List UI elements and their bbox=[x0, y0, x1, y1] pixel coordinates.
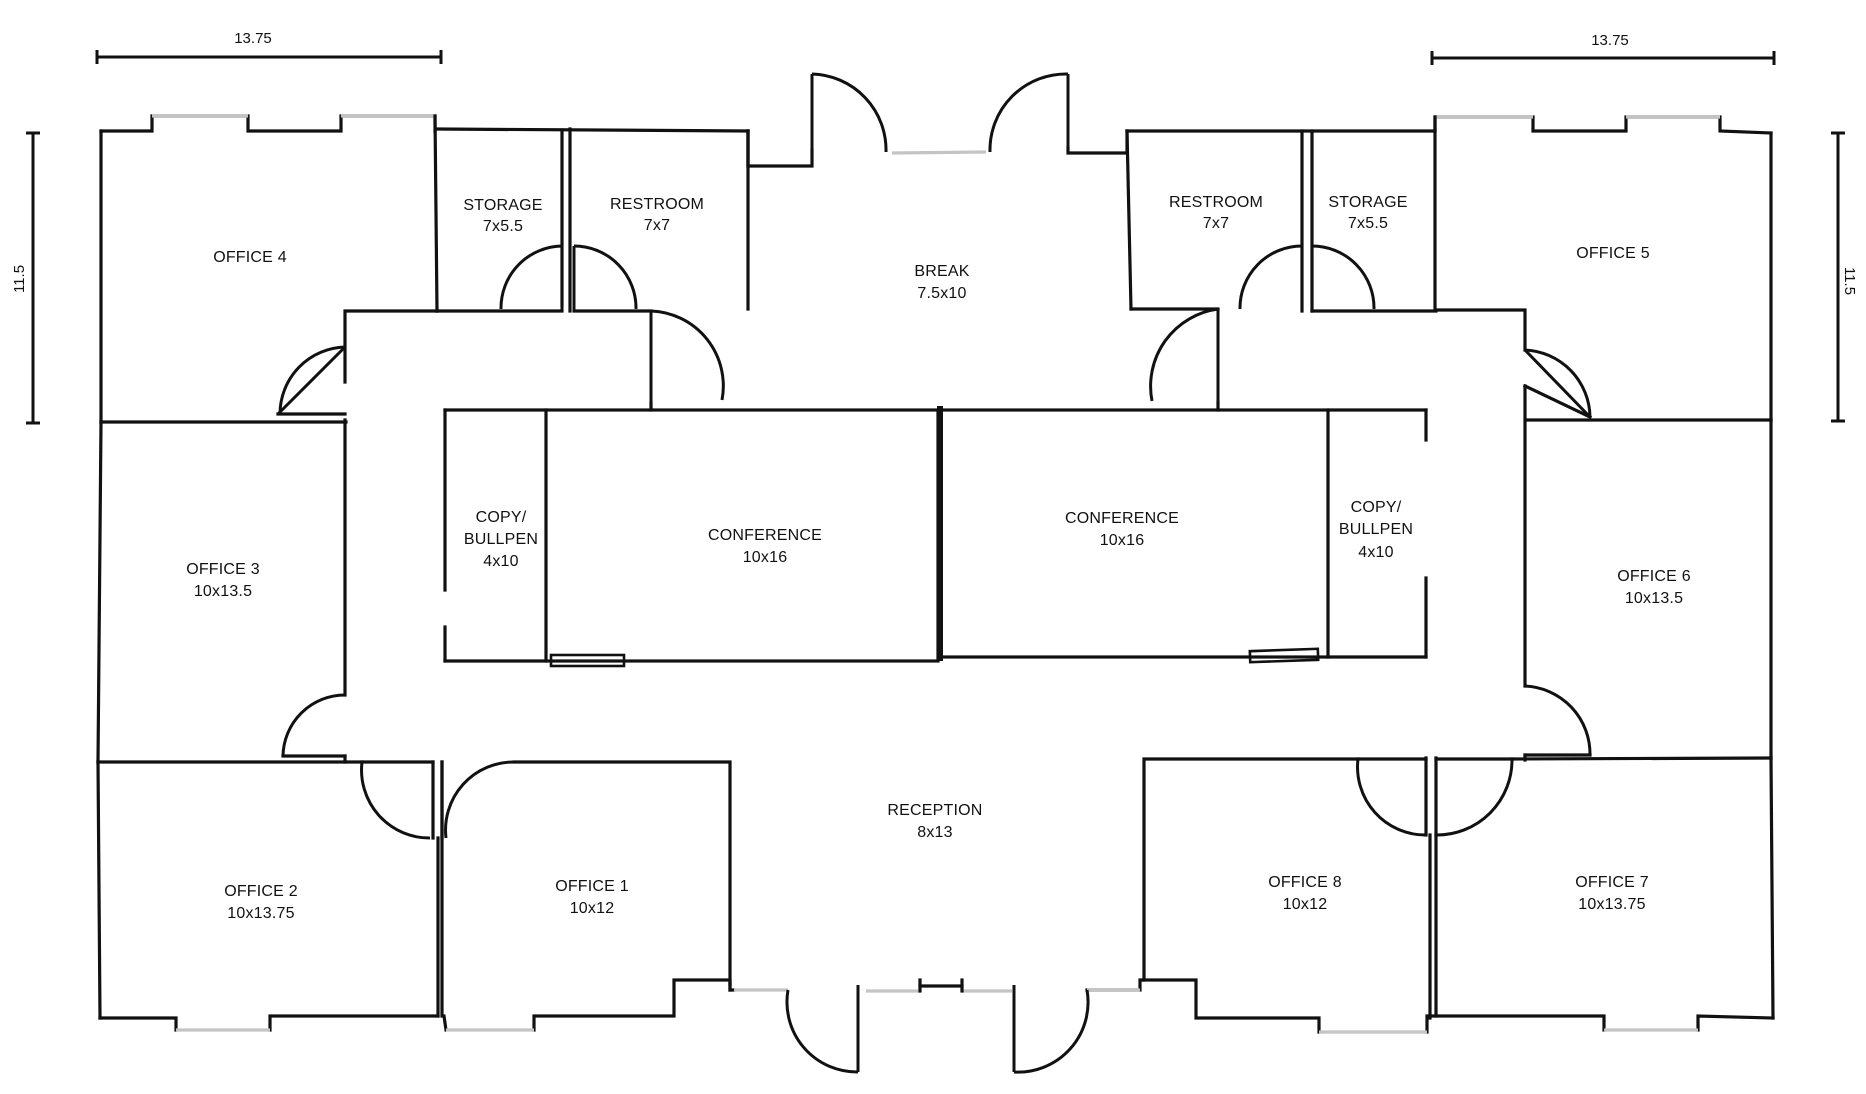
room-size-conference-right: 10x16 bbox=[1100, 532, 1145, 549]
room-size-office-6: 10x13.5 bbox=[1625, 590, 1683, 607]
room-label-office-6: OFFICE 6 bbox=[1617, 568, 1691, 585]
exterior-walls bbox=[96, 114, 1775, 1034]
room-label-copy-right-2: BULLPEN bbox=[1339, 521, 1413, 538]
room-label-restroom-right: RESTROOM bbox=[1169, 194, 1263, 211]
dimension-right: 11.5 bbox=[1831, 131, 1858, 423]
room-label-break: BREAK bbox=[914, 263, 969, 280]
room-label-office-5: OFFICE 5 bbox=[1576, 245, 1650, 262]
room-label-restroom-left: RESTROOM bbox=[610, 196, 704, 213]
room-label-office-4: OFFICE 4 bbox=[213, 249, 287, 266]
interior-walls bbox=[96, 114, 1773, 1020]
room-label-copy-right-1: COPY/ bbox=[1351, 499, 1402, 516]
room-size-restroom-right: 7x7 bbox=[1203, 215, 1229, 232]
room-label-reception: RECEPTION bbox=[887, 802, 982, 819]
room-size-conference-left: 10x16 bbox=[743, 549, 788, 566]
dimension-label-top-right: 13.75 bbox=[1591, 32, 1629, 49]
room-label-office-8: OFFICE 8 bbox=[1268, 874, 1342, 891]
room-size-office-8: 10x12 bbox=[1283, 896, 1328, 913]
dimension-left: 11.5 bbox=[11, 131, 40, 425]
dimension-top-left: 13.75 bbox=[95, 30, 443, 64]
room-label-office-2: OFFICE 2 bbox=[224, 883, 298, 900]
dimension-label-top-left: 13.75 bbox=[234, 30, 272, 47]
room-label-office-3: OFFICE 3 bbox=[186, 561, 260, 578]
room-label-storage-right: STORAGE bbox=[1328, 194, 1407, 211]
room-size-office-2: 10x13.75 bbox=[227, 905, 294, 922]
room-size-copy-left: 4x10 bbox=[483, 553, 519, 570]
room-size-storage-right: 7x5.5 bbox=[1348, 215, 1388, 232]
room-size-restroom-left: 7x7 bbox=[644, 217, 670, 234]
room-label-copy-left-1: COPY/ bbox=[476, 509, 527, 526]
room-label-office-1: OFFICE 1 bbox=[555, 878, 629, 895]
room-label-conference-right: CONFERENCE bbox=[1065, 510, 1179, 527]
dimension-label-right: 11.5 bbox=[1841, 267, 1858, 295]
room-size-copy-right: 4x10 bbox=[1358, 544, 1394, 561]
room-size-office-1: 10x12 bbox=[570, 900, 615, 917]
room-label-conference-left: CONFERENCE bbox=[708, 527, 822, 544]
room-size-office-7: 10x13.75 bbox=[1578, 896, 1645, 913]
doors bbox=[276, 72, 1593, 1074]
room-labels: OFFICE 4 STORAGE 7x5.5 RESTROOM 7x7 BREA… bbox=[186, 194, 1691, 922]
dimension-top-right: 13.75 bbox=[1430, 32, 1776, 65]
room-label-office-7: OFFICE 7 bbox=[1575, 874, 1649, 891]
windows bbox=[152, 114, 1720, 1034]
room-size-reception: 8x13 bbox=[917, 824, 953, 841]
room-size-break: 7.5x10 bbox=[917, 285, 966, 302]
dimension-label-left: 11.5 bbox=[11, 265, 28, 293]
room-size-office-3: 10x13.5 bbox=[194, 583, 252, 600]
room-label-storage-left: STORAGE bbox=[463, 197, 542, 214]
room-label-copy-left-2: BULLPEN bbox=[464, 531, 538, 548]
room-size-storage-left: 7x5.5 bbox=[483, 218, 523, 235]
